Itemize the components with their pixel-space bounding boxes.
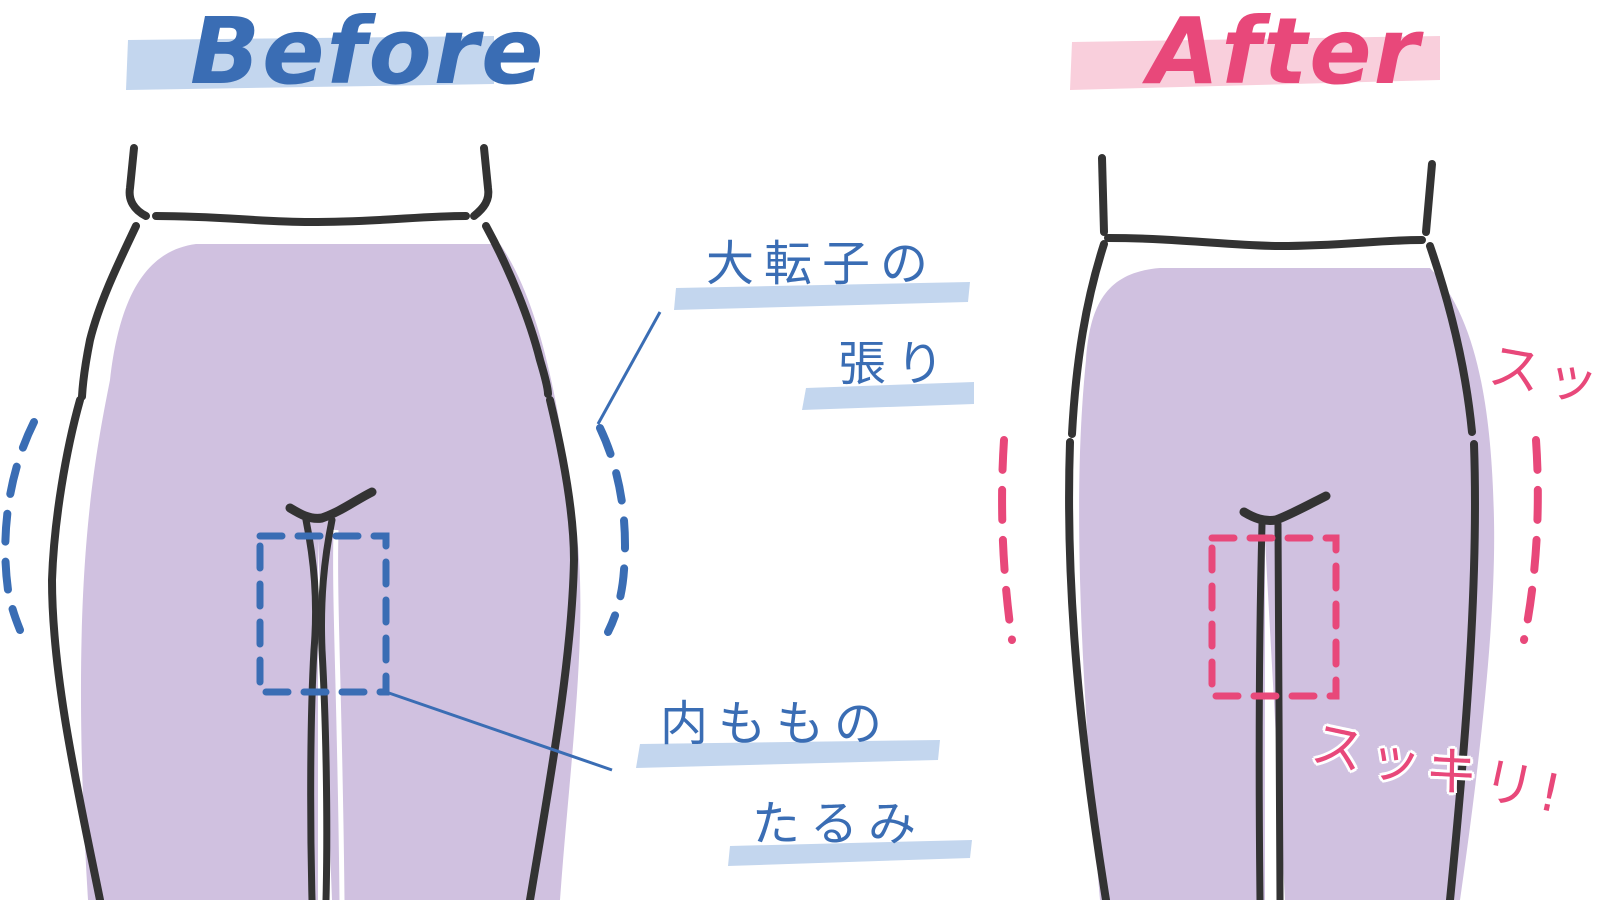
after-crotch [1239,491,1331,525]
thigh-label-highlight-2 [728,840,972,866]
before-inner-thigh-left [302,516,320,900]
before-thigh-leader-line [385,690,613,772]
before-right-hip-outline [482,222,552,398]
hip-label-highlight-2 [802,382,974,410]
after-inner-thigh-right [1274,520,1284,900]
after-waist-right [1422,160,1436,236]
before-hip-leader-line [596,311,662,425]
before-inner-thigh-right [317,516,336,900]
after-hip-dashed-left [998,436,1016,644]
before-left-hip-outline [78,222,140,401]
thigh-label-line2: たるみ [752,796,927,852]
before-hip-dashed-left [1,418,38,634]
after-inner-thigh-dashed-box [1208,534,1340,700]
after-left-thigh-outline [1065,438,1110,900]
after-left-hip-outline [1068,240,1108,438]
hip-label-line2: 張り [838,336,955,392]
before-waistband [152,212,470,227]
before-left-thigh-outline [47,396,104,900]
thigh-label-line1: 内ももの [660,696,893,752]
after-leg-fill [1079,268,1495,900]
before-inner-thigh-dashed-box [256,532,390,696]
before-leg-fill [80,244,581,900]
before-crotch [285,487,377,523]
after-inner-thigh-left [1255,520,1266,900]
before-right-thigh-outline [526,396,579,900]
before-inner-gap [333,529,345,900]
hip-label-line1: 大転子の [706,236,939,292]
before-title: Before [190,0,546,105]
after-legs [1065,154,1495,900]
before-hip-dashed-right [596,424,629,636]
before-waist-right [470,144,493,220]
hip-label-highlight-1 [674,282,970,310]
before-waist-left [125,144,150,220]
after-title: After [1148,0,1421,105]
before-legs [47,144,581,900]
before-title-highlight [126,36,494,90]
after-right-hip-outline [1426,242,1476,436]
after-hip-dashed-right [1520,436,1542,644]
after-title-highlight [1070,36,1440,90]
thigh-label-highlight-1 [636,740,940,768]
after-right-thigh-outline [1446,440,1479,900]
after-waistband [1104,234,1426,251]
after-waist-left [1098,154,1108,236]
